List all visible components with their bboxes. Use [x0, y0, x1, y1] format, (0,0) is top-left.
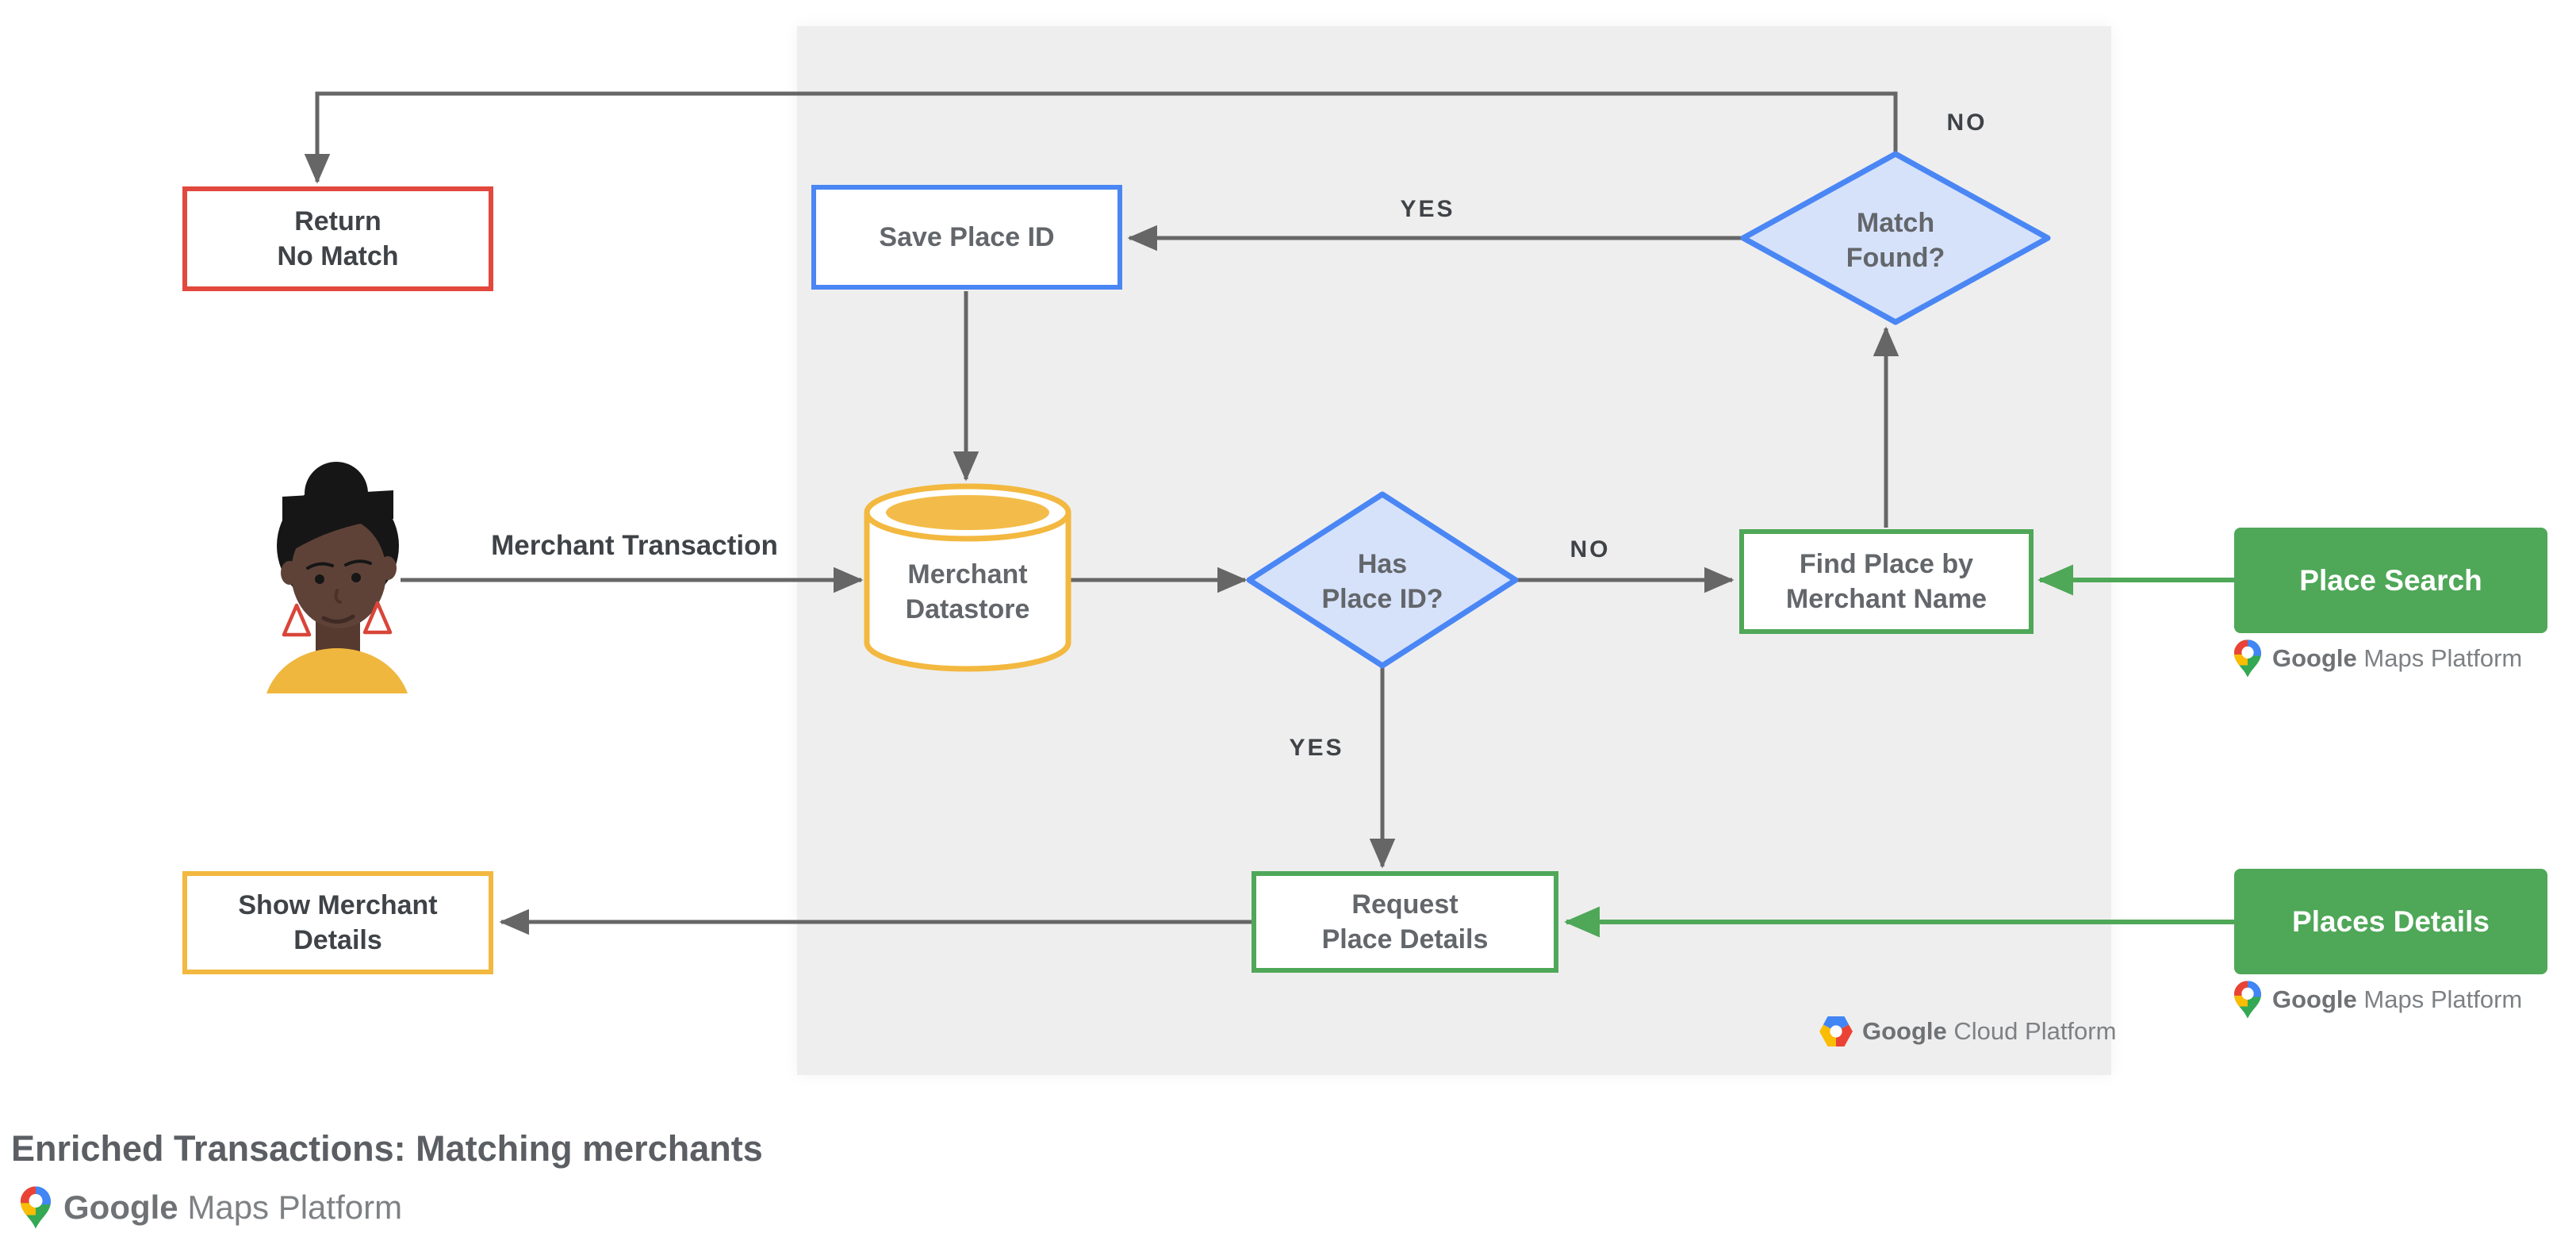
show-merchant-details-node: Show Merchant Details	[182, 871, 493, 974]
find-place-line1: Find Place by	[1799, 549, 1974, 579]
request-place-details-line1: Request	[1351, 889, 1459, 920]
green-connectors	[1564, 564, 2236, 938]
save-place-id-label: Save Place ID	[879, 222, 1055, 252]
gmp-google-wordmark: Google	[2272, 985, 2357, 1013]
show-merchant-details-line1: Show Merchant	[238, 890, 438, 920]
edge-match-found-no-loop	[304, 91, 1898, 184]
gmp-product-wordmark: Maps Platform	[187, 1189, 403, 1226]
find-place-line2: Merchant Name	[1785, 584, 1988, 614]
maps-pin-icon	[2234, 639, 2261, 678]
return-no-match-line2: No Match	[277, 241, 399, 271]
user-avatar	[266, 462, 408, 693]
right-earring-icon	[362, 601, 393, 635]
save-place-id-node: Save Place ID	[811, 185, 1122, 290]
gray-connectors	[304, 91, 1899, 935]
gmp-google-wordmark: Google	[2272, 644, 2357, 672]
match-found-diamond	[1740, 151, 2051, 325]
show-merchant-details-line2: Details	[293, 925, 382, 955]
find-place-by-merchant-name-node: Find Place by Merchant Name	[1739, 529, 2034, 634]
cloud-hexagon-icon	[1819, 1016, 1853, 1047]
gmp-logo-footer: Google Maps Platform	[21, 1182, 402, 1233]
edge-label-no-findplace: NO	[1570, 536, 1611, 563]
gcp-logo: Google Cloud Platform	[1819, 1012, 2116, 1050]
edge-label-yes-save: YES	[1400, 196, 1455, 222]
diagram-title: Enriched Transactions: Matching merchant…	[11, 1128, 763, 1169]
gmp-google-wordmark: Google	[63, 1189, 178, 1226]
place-search-label: Place Search	[2299, 563, 2482, 597]
gmp-logo-places-details: Google Maps Platform	[2234, 979, 2522, 1020]
place-search-badge: Place Search	[2234, 528, 2547, 633]
request-place-details-line2: Place Details	[1321, 924, 1489, 954]
return-no-match-line1: Return	[294, 206, 381, 236]
maps-pin-icon	[2234, 981, 2261, 1019]
has-place-id-diamond	[1246, 491, 1519, 669]
gcp-product-wordmark: Cloud Platform	[1953, 1017, 2117, 1045]
edge-label-no-top: NO	[1946, 109, 1988, 136]
merchant-datastore-cylinder	[864, 483, 1071, 672]
places-details-label: Places Details	[2292, 904, 2490, 938]
maps-pin-icon	[21, 1186, 51, 1229]
left-earring-icon	[282, 603, 312, 637]
edge-label-yes-request: YES	[1289, 735, 1344, 761]
request-place-details-node: Request Place Details	[1252, 871, 1558, 973]
gmp-product-wordmark: Maps Platform	[2363, 644, 2523, 672]
merchant-transaction-label: Merchant Transaction	[491, 530, 778, 561]
return-no-match-node: Return No Match	[182, 186, 493, 291]
gcp-google-wordmark: Google	[1862, 1017, 1947, 1045]
places-details-badge: Places Details	[2234, 869, 2547, 974]
gmp-logo-place-search: Google Maps Platform	[2234, 638, 2522, 679]
gmp-product-wordmark: Maps Platform	[2363, 985, 2523, 1013]
